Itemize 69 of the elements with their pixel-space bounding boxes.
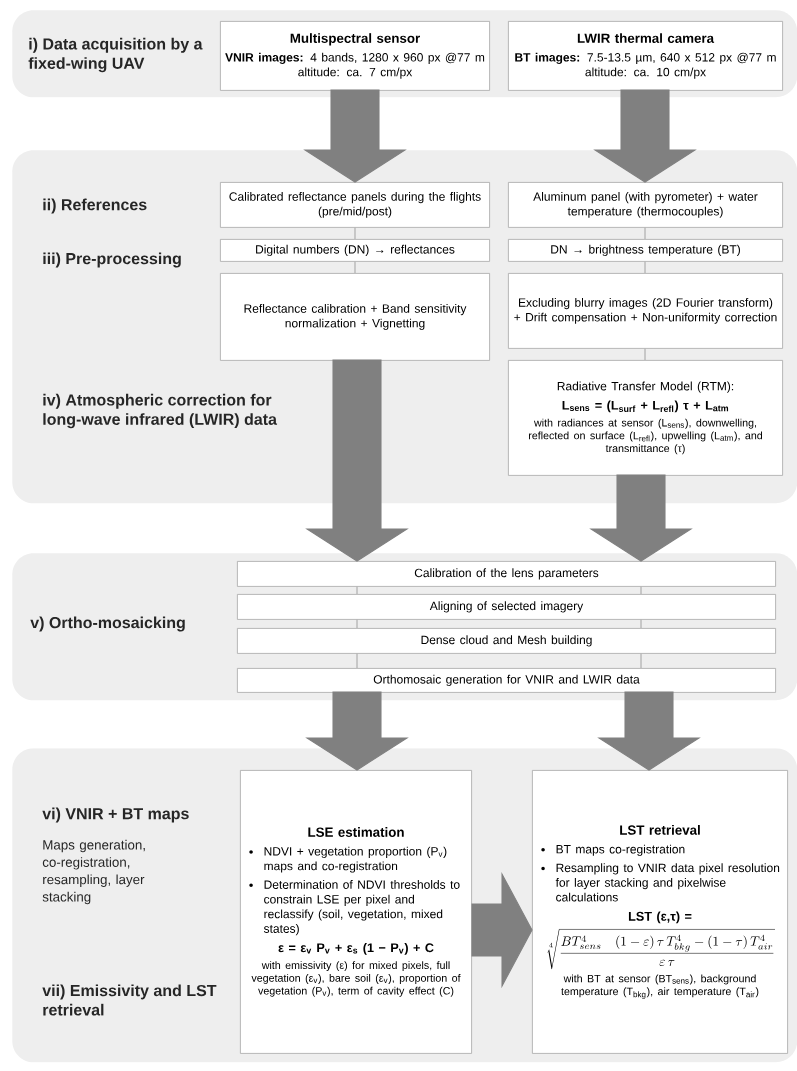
process-box [237,628,776,654]
process-box [237,594,776,620]
connector-line [354,227,356,240]
bullet-item: Determination of NDVI thresholds to constrain LSE per pixel and reclassify (soil, vegetation, mixed states) [249,880,460,936]
block-arrow [589,474,693,562]
section-heading: i) Data acquisition by a fixed-wing UAV [28,37,203,73]
connector-line [640,586,642,595]
block-arrow [305,691,409,771]
process-box [508,273,783,349]
box-text: DN → brightness temperature (BT) [551,244,740,256]
box-text: Calibrated reflectance panels during the flights (pre/mid/post) [229,192,481,218]
box-text: Dense cloud and Mesh building [421,635,592,647]
connector-line [644,227,646,240]
process-box [220,21,490,91]
process-box [508,360,783,476]
box-text: VNIR images: 4 bands, 1280 x 960 px @77 m altitude: ca. 7 cm/px [225,52,485,79]
box-text: Radiative Transfer Model (RTM): [557,381,734,393]
note-text: with emissivity (ε) for mixed pixels, full vegetation (ε$_{v}$), bare soil (ε$_{v}$), proportion of vegetation (P$_{v}$), term of cavity effect (C) [251,961,461,997]
box-text: Reflectance calibration + Band sensitivity normalization + Vignetting [244,304,467,330]
block-arrow [597,691,701,771]
connector-line [644,348,646,361]
equation: LST (ε,τ) = [628,911,692,924]
section-heading: v) Ortho-mosaicking [30,616,185,632]
connector-line [640,653,642,669]
process-box [237,668,776,693]
section-heading: vii) Emissivity and LST retrieval [42,984,217,1016]
process-box [508,182,783,228]
section-heading: vi) VNIR + BT maps [42,807,189,823]
equation: L$_{sens}$ = (L$_{surf}$ + L$_{refl}$) τ + L$_{atm}$ [562,400,729,413]
box-text: Calibration of the lens parameters [414,568,599,580]
process-box [220,182,490,228]
section-heading: iv) Atmospheric correction for long-wave infrared (LWIR) data [43,393,278,429]
process-box [220,273,490,361]
box-text: Digital numbers (DN) → reflectances [256,244,455,256]
block-arrow [303,89,407,183]
bullet-item: BT maps co-registration [541,844,685,856]
box-text: Orthomosaic generation for VNIR and LWIR data [373,674,640,686]
box-title: LSE estimation [308,827,404,837]
connector-line [644,261,646,274]
block-arrow [305,359,409,562]
connector-line [356,586,358,595]
box-text: Excluding blurry images (2D Fourier transform) + Drift compensation + Non-uniformity correction [514,298,777,324]
process-box [532,770,788,1054]
connector-line [356,619,358,629]
process-box [508,21,783,91]
box-title: LWIR thermal camera [577,33,715,43]
connector-line [356,653,358,669]
note-text: with radiances at sensor (L$_{sens}$), downwelling, reflected on surface (L$_{refl}$), upwelling (L$_{atm}$), and transmittance (τ) [529,418,763,455]
process-box [508,239,783,262]
process-box [240,770,472,1054]
equation: ε = ε$_{v}$ P$_{v}$ + ε$_{s}$ (1 − P$_{v}$) + C [278,942,434,955]
process-box [220,239,490,262]
box-text: Aligning of selected imagery [429,601,584,613]
process-box [237,561,776,587]
block-arrow [593,89,697,183]
section-note: Maps generation, co-registration, resampling, layer stacking [42,839,145,905]
box-title: Multispectral sensor [290,33,420,46]
connector-line [640,619,642,629]
section-heading: iii) Pre-processing [43,252,181,268]
bullet-item: Resampling to VNIR data pixel resolution for layer stacking and pixelwise calculations [541,863,780,902]
section-heading: ii) References [43,198,147,214]
box-text: Aluminum panel (with pyrometer) + water temperature (thermocouples) [533,192,758,218]
bullet-item: NDVI + vegetation proportion (P$_{v}$) maps and co-registration [249,846,447,873]
note-text: with BT at sensor (BT$_{sens}$), background temperature (T$_{bkg}$), air temperature (T$_{air}$) [561,974,759,999]
box-text: BT images: 7.5-13.5 µm, 640 x 512 px @77 m altitude: ca. 10 cm/px [515,52,776,79]
box-title: LST retrieval [620,825,700,835]
block-arrow [471,871,533,989]
connector-line [354,261,356,274]
formula: $\sqrt[4]{\frac{BT^{4}_{sens}\quad (1-\varepsilon)\,\tau\, T^{4}_{bkg} - (1-\tau)\, T^{4}_{air}}{\varepsilon\,\tau}}$ [547,929,775,970]
